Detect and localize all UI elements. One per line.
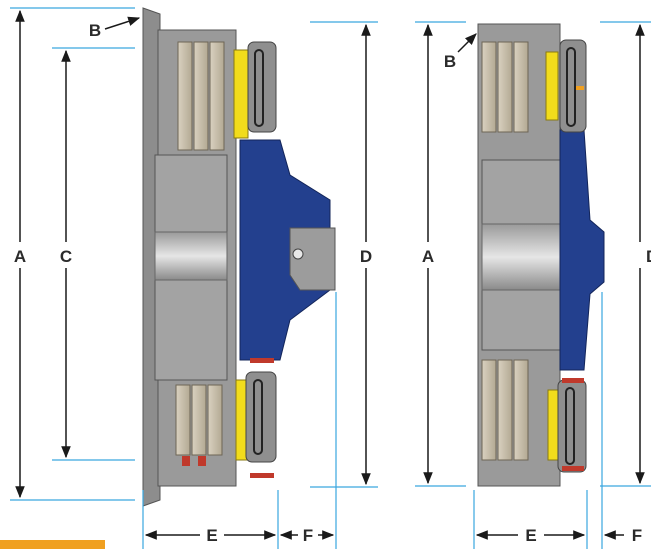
dimension-guides <box>10 7 651 549</box>
left-friction-pads-top <box>177 41 225 151</box>
label-d-right: D <box>646 247 651 266</box>
label-f-left: F <box>303 526 313 545</box>
right-friction-pads-top <box>481 41 529 133</box>
label-a-right: A <box>422 247 434 266</box>
left-springs <box>182 358 274 478</box>
right-piston-bottom <box>557 379 587 473</box>
left-friction-pads-bottom <box>175 384 223 456</box>
left-clutch-assembly <box>142 7 336 507</box>
dimension-arrows <box>15 9 645 540</box>
right-clutch-assembly <box>477 23 605 487</box>
label-f-right: F <box>632 526 642 545</box>
label-b-left: B <box>89 21 101 40</box>
label-d-left: D <box>360 247 372 266</box>
orange-accent-bar <box>0 540 105 549</box>
dimension-labels: A C D A D B B E F E F <box>14 21 651 545</box>
left-output-nose <box>289 227 336 291</box>
right-blue-housing <box>559 129 605 371</box>
left-shaft-bore <box>154 231 228 281</box>
label-e-right: E <box>525 526 536 545</box>
right-yellow-plate-bottom <box>547 389 559 461</box>
label-a-left: A <box>14 247 26 266</box>
label-b-right: B <box>444 52 456 71</box>
dim-b-left-pointer <box>104 16 141 30</box>
label-e-left: E <box>206 526 217 545</box>
right-friction-pads-bottom <box>481 359 529 461</box>
right-springs <box>562 86 584 471</box>
left-flange <box>142 7 161 507</box>
label-c: C <box>60 247 72 266</box>
right-yellow-plate-top <box>545 51 559 121</box>
dim-b-right-pointer <box>457 33 477 53</box>
right-shaft-bore <box>481 223 575 291</box>
left-yellow-plate-top <box>233 49 249 139</box>
